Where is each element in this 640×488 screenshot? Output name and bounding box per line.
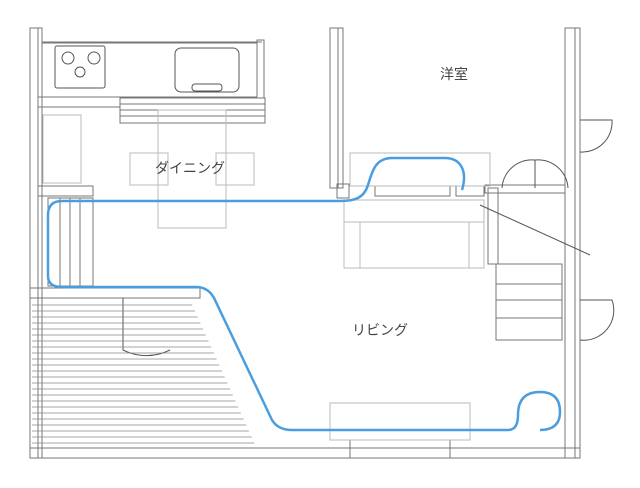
- route-line: [46, 156, 562, 432]
- doors: [122, 119, 615, 357]
- walls: [29, 27, 581, 459]
- wood-deck: [32, 304, 255, 444]
- kitchen-counter: [41, 42, 258, 98]
- stairs: [47, 197, 591, 341]
- room-label-western-room: 洋室: [440, 67, 468, 83]
- furniture: [42, 109, 491, 441]
- gas-stove: [54, 45, 106, 89]
- dining-table: [157, 109, 227, 229]
- tv-board: [329, 402, 471, 441]
- sink: [174, 47, 240, 93]
- room-label-living: リビング: [352, 323, 408, 339]
- sofa: [343, 199, 485, 269]
- room-label-dining: ダイニング: [155, 161, 225, 177]
